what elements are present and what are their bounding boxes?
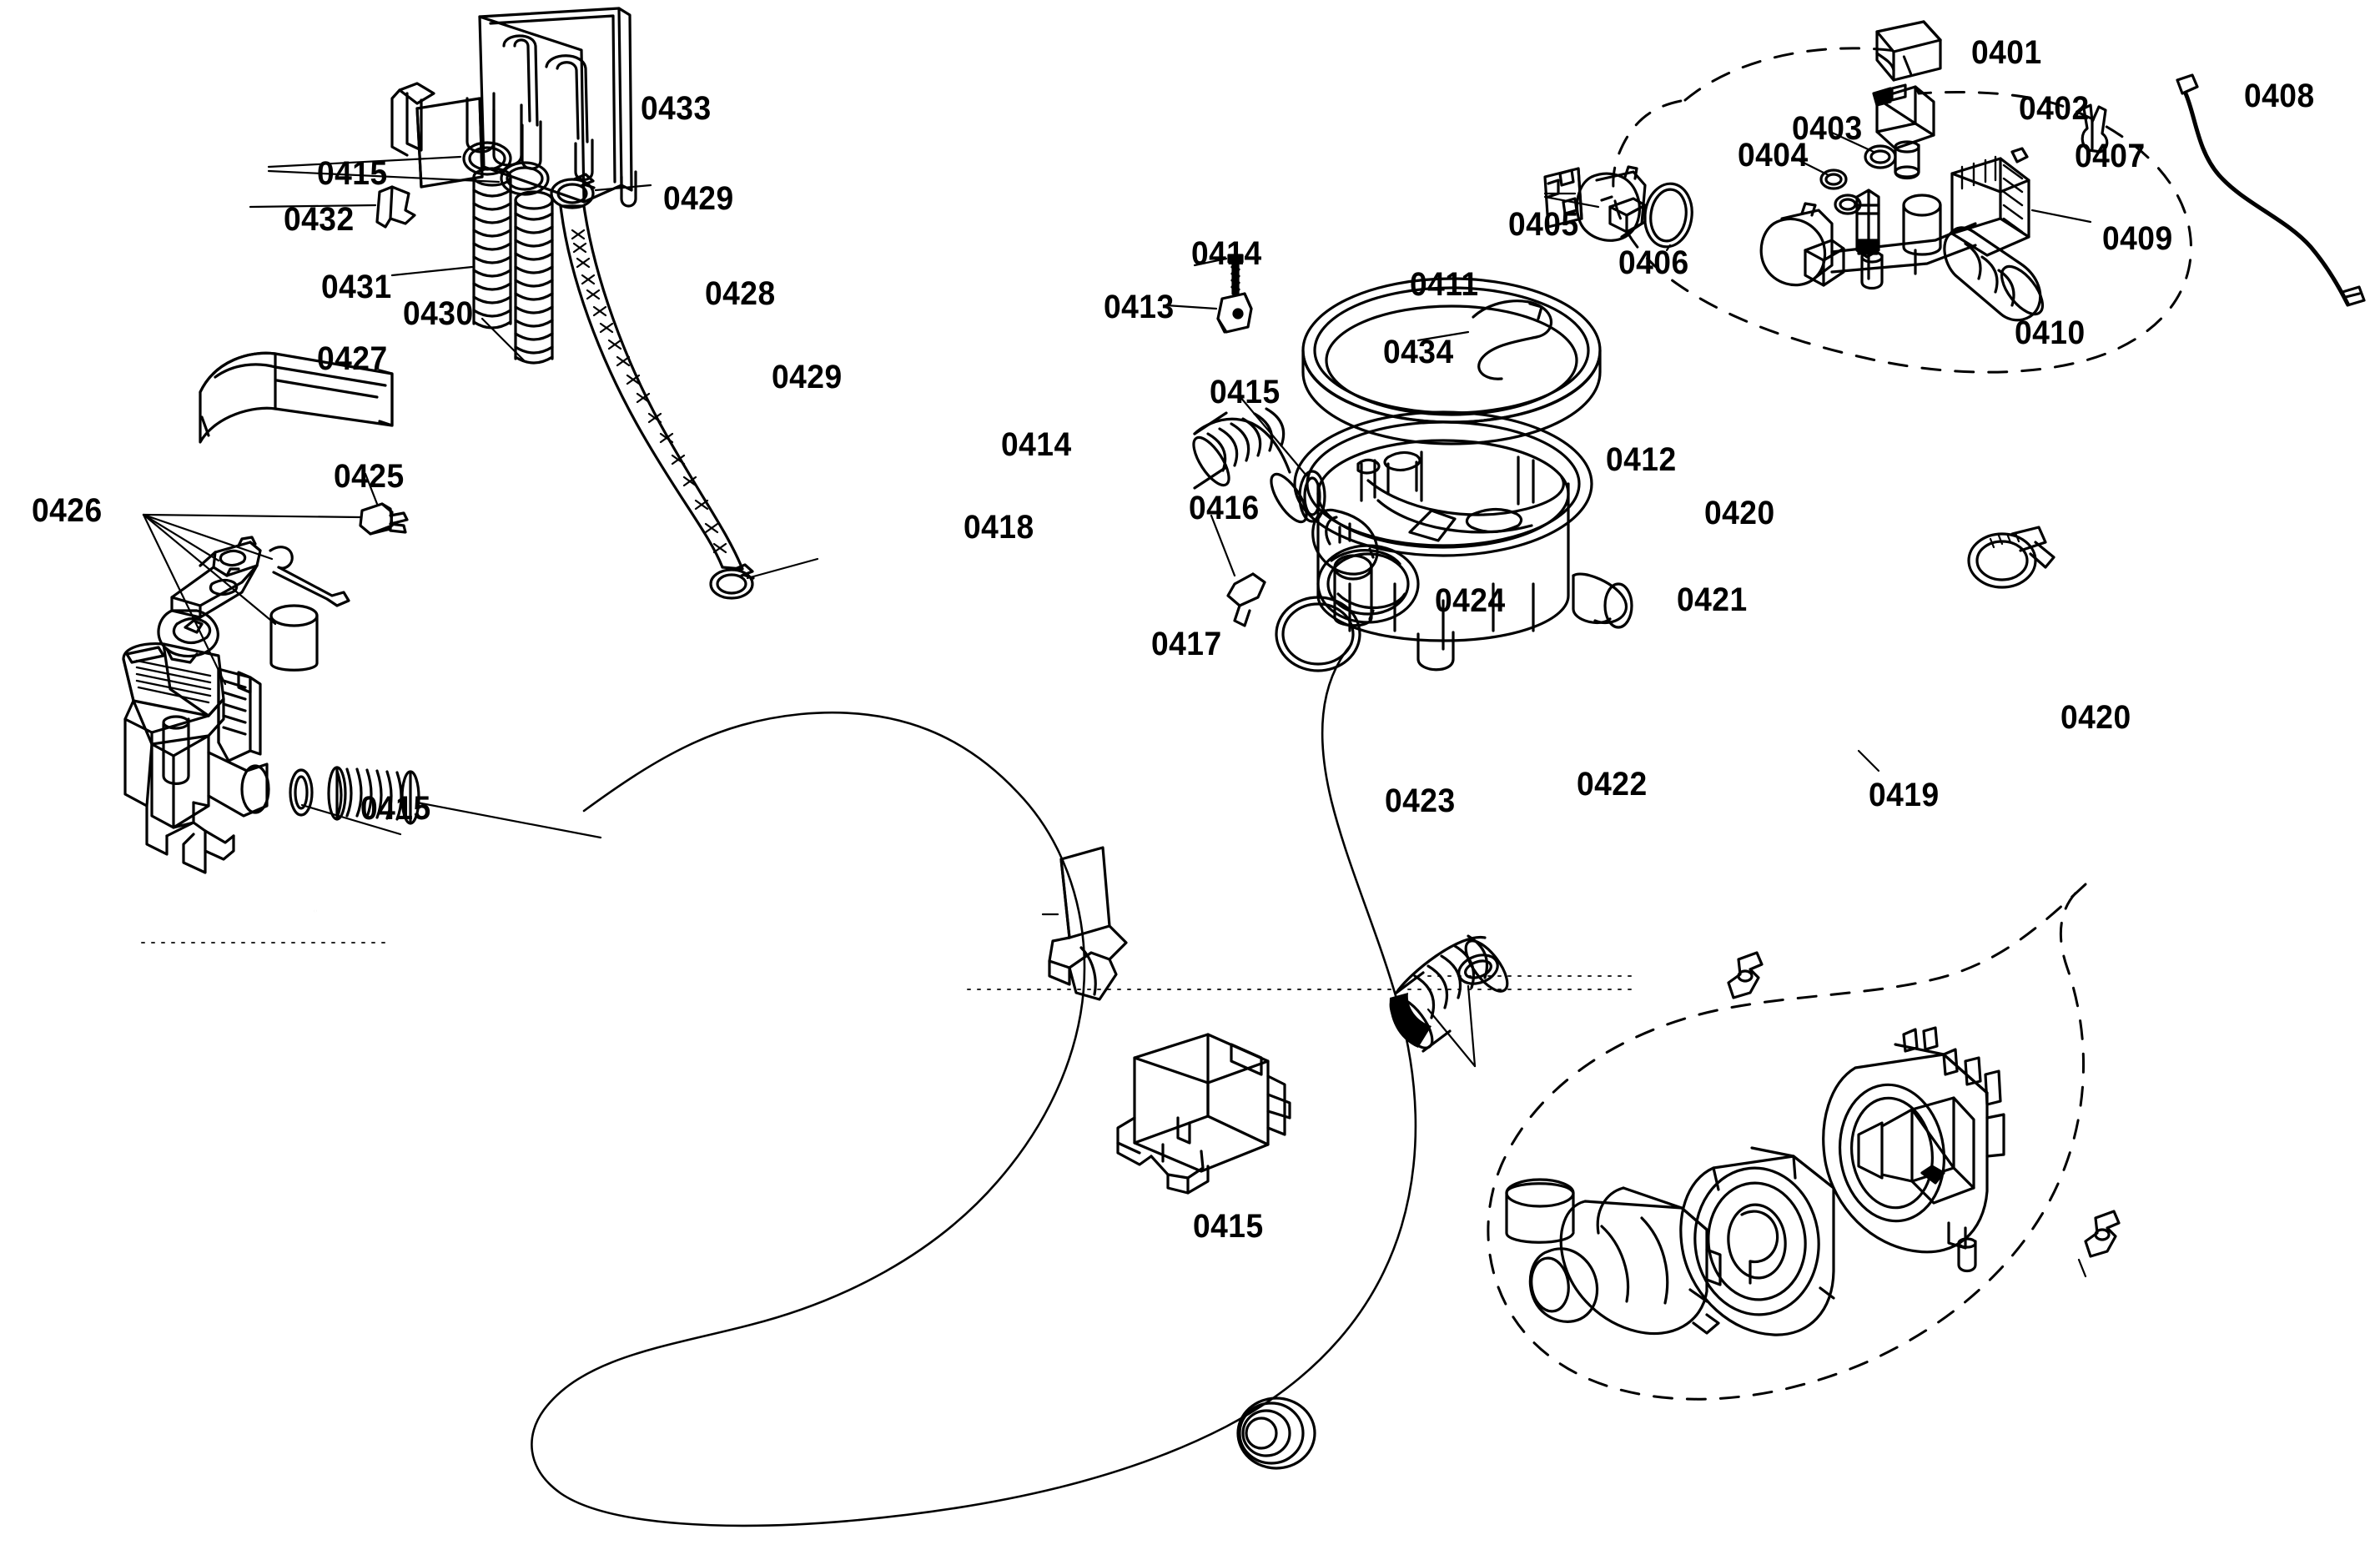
corrugated-hose-left xyxy=(1192,407,1308,524)
valve-bracket-0426a xyxy=(157,536,262,664)
hose-clamp-0429-top xyxy=(550,173,596,209)
grommet-0423 xyxy=(1236,1396,1316,1470)
dashed-enclosure-circulation-pump xyxy=(1487,883,2087,1401)
callout-0415-b: 0415 xyxy=(1193,1208,1264,1245)
gasket-0406 xyxy=(1643,182,1693,249)
threaded-nipple xyxy=(327,766,420,825)
washer-0415-bottom xyxy=(289,768,314,817)
callout-0429-b: 0429 xyxy=(772,359,843,395)
harness-terminals xyxy=(2176,73,2366,307)
heat-pump-0409 xyxy=(1759,147,2045,322)
callout-0420-b: 0420 xyxy=(2060,699,2131,736)
wire-terminal-0425 xyxy=(359,502,409,536)
heater-0433 xyxy=(390,7,637,208)
callout-0410: 0410 xyxy=(2015,315,2086,351)
callout-0405: 0405 xyxy=(1508,206,1579,243)
callout-0412: 0412 xyxy=(1606,441,1677,478)
spring-clip-0420-b xyxy=(2084,1210,2121,1258)
callout-0402: 0402 xyxy=(2019,90,2090,127)
screw-0414-upper xyxy=(1227,254,1244,295)
filter-cylinder-0426c xyxy=(269,604,319,672)
callout-0404: 0404 xyxy=(1738,137,1809,174)
dashed-enclosure-heat-pump xyxy=(1612,47,2192,374)
callout-0416: 0416 xyxy=(1189,490,1260,526)
callout-0432: 0432 xyxy=(284,201,355,238)
filter-insert-0434 xyxy=(1472,299,1552,380)
drain-pump-0417 xyxy=(1116,1033,1291,1195)
elbow-boot xyxy=(1311,508,1379,576)
spring-clip-0420-a xyxy=(1727,951,1764,999)
clip-0407 xyxy=(2081,103,2109,153)
callout-0429: 0429 xyxy=(663,180,734,217)
callout-0411: 0411 xyxy=(1410,266,1479,303)
callout-0414-b: 0414 xyxy=(1001,426,1072,463)
callout-0434: 0434 xyxy=(1383,334,1454,370)
diverter-vane-0418 xyxy=(1048,846,1128,1001)
callout-0408: 0408 xyxy=(2244,78,2315,114)
clip-0432 xyxy=(375,185,416,229)
valve-shroud-0427 xyxy=(199,351,394,444)
callout-0409: 0409 xyxy=(2102,220,2173,257)
water-inlet-valve-body xyxy=(122,642,270,874)
callout-0424: 0424 xyxy=(1435,582,1506,619)
callout-0423: 0423 xyxy=(1385,782,1456,819)
thermostat-0405 xyxy=(1575,165,1647,242)
callout-0417: 0417 xyxy=(1151,626,1222,662)
gasket-ring-0416-area xyxy=(1275,596,1361,672)
callout-0415: 0415 xyxy=(1210,374,1281,410)
corrugated-tube-0430 xyxy=(514,190,554,365)
callout-0415-c: 0415 xyxy=(317,155,388,192)
callout-0420: 0420 xyxy=(1704,495,1775,531)
corrugated-tube-0431 xyxy=(472,167,512,330)
o-ring-0404-a xyxy=(1819,169,1848,190)
terminal-cover-0401 xyxy=(1875,20,1942,82)
callout-0401: 0401 xyxy=(1971,34,2042,71)
pump-volute-0422 xyxy=(1505,1178,1722,1336)
callout-0426: 0426 xyxy=(32,492,103,529)
callout-0406: 0406 xyxy=(1618,244,1689,281)
callout-0414: 0414 xyxy=(1191,235,1262,272)
callout-0433: 0433 xyxy=(641,90,712,127)
collar-ring xyxy=(1316,544,1420,624)
spring-lever-0426b xyxy=(269,546,350,607)
callout-0428: 0428 xyxy=(705,275,776,312)
impeller-cover-0421 xyxy=(1679,1146,1835,1336)
corrugated-hose-0424 xyxy=(1389,934,1509,1053)
callout-0407: 0407 xyxy=(2075,138,2146,174)
callout-0419: 0419 xyxy=(1869,777,1940,813)
water-sensor-0402 xyxy=(1872,83,1935,180)
callout-0431: 0431 xyxy=(321,269,392,305)
callout-0425: 0425 xyxy=(334,458,405,495)
filter-cover-0411 xyxy=(1301,277,1602,445)
callout-0427: 0427 xyxy=(317,340,388,377)
callout-0418: 0418 xyxy=(964,509,1034,546)
o-ring-0403 xyxy=(1864,144,1897,169)
callout-0422: 0422 xyxy=(1577,766,1648,803)
callout-0415-d: 0415 xyxy=(360,790,431,827)
callout-0421: 0421 xyxy=(1677,581,1748,618)
callout-0430: 0430 xyxy=(403,295,474,332)
pump-motor-0419 xyxy=(1822,1026,2005,1273)
callout-0403: 0403 xyxy=(1792,110,1863,147)
callout-0413: 0413 xyxy=(1104,289,1175,325)
valve-flap-0416 xyxy=(1226,572,1266,627)
background-contour xyxy=(531,642,1417,1527)
hose-clamp-0410 xyxy=(1967,526,2055,589)
bracket-0413 xyxy=(1216,292,1253,334)
wire-harness-0408 xyxy=(2183,91,2350,306)
